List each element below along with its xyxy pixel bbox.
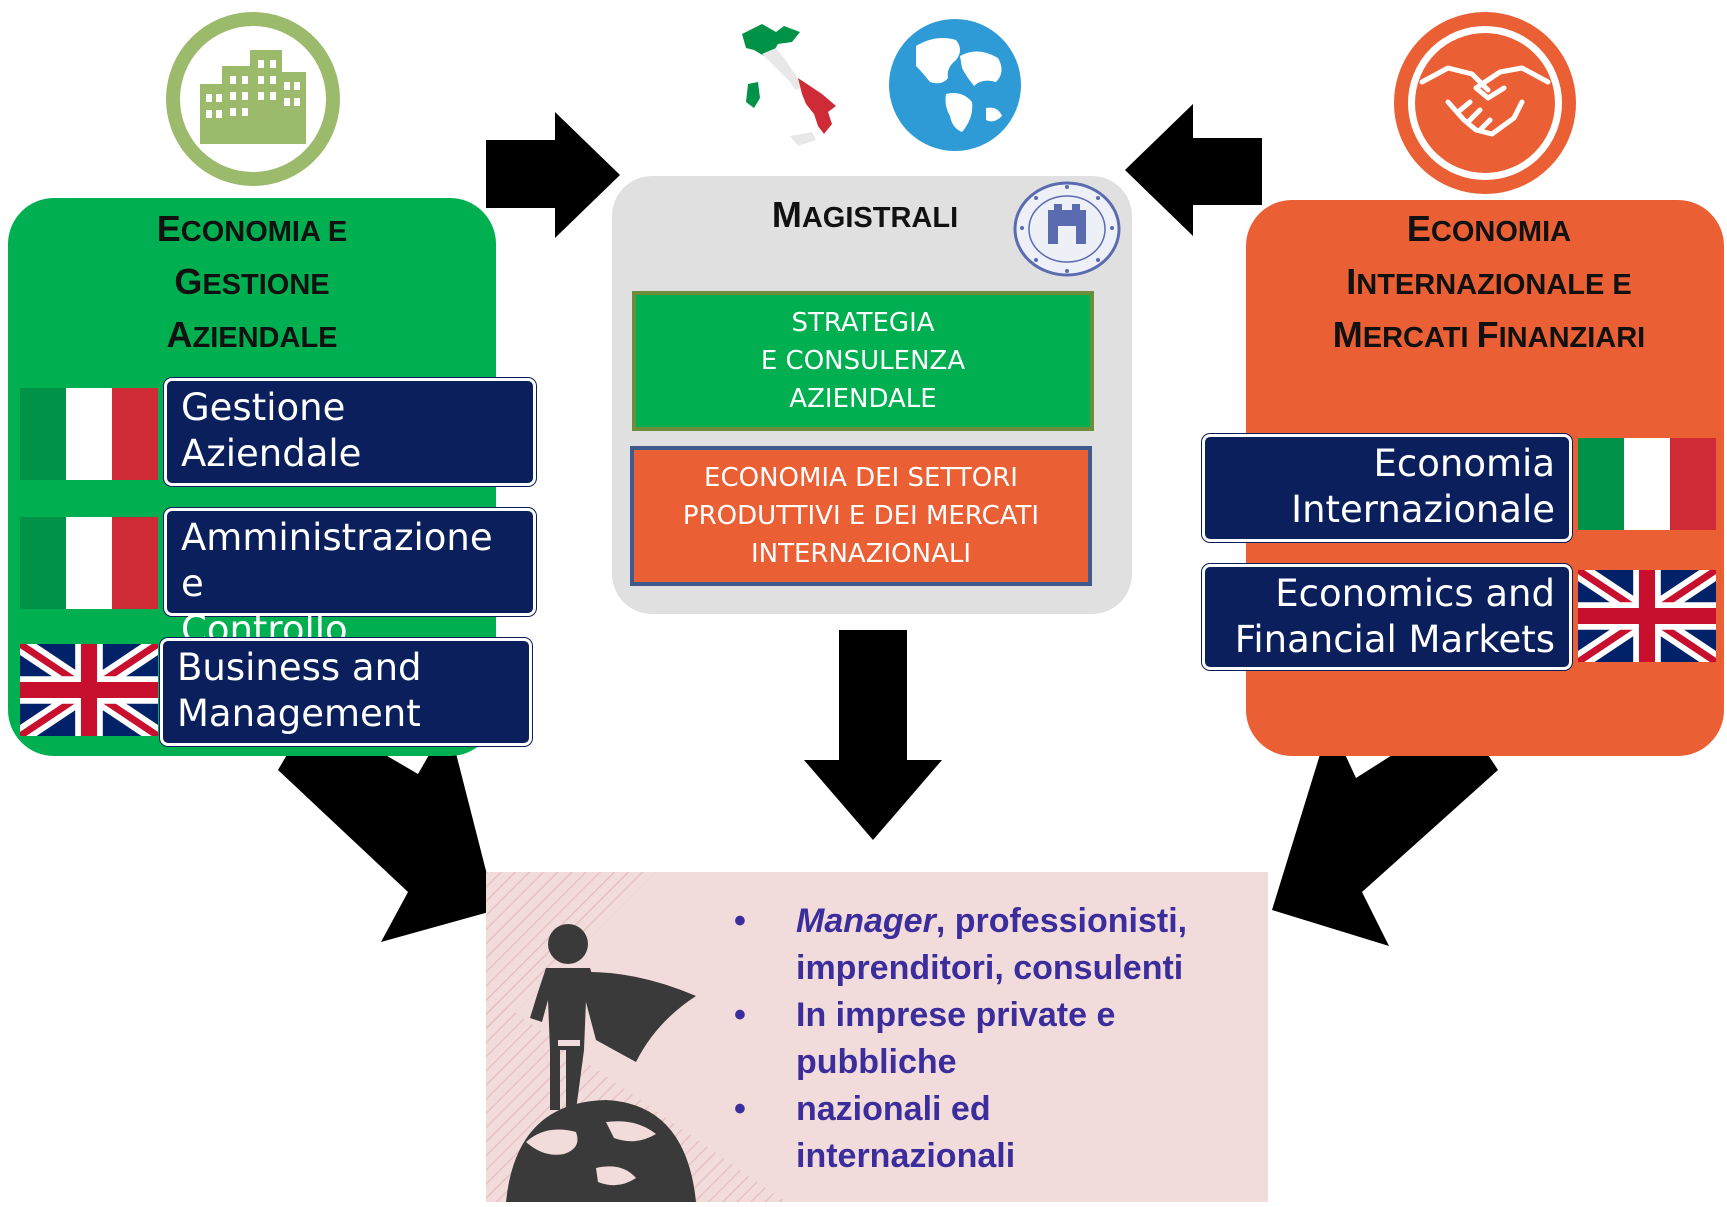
- uk-flag: [14, 636, 164, 744]
- arrow-right-to-outcome: [1272, 712, 1498, 946]
- italy-flag: [20, 517, 158, 609]
- magistrale-strategia[interactable]: STRATEGIA E CONSULENZA AZIENDALE: [632, 291, 1094, 431]
- magistrale-line: E CONSULENZA: [760, 346, 966, 376]
- outcome-bullet: Manager, professionisti, imprenditori, c…: [724, 898, 1194, 992]
- italy-flag: [20, 388, 158, 480]
- buildings-icon: [164, 10, 342, 188]
- program-line1: Economics and: [1275, 572, 1555, 615]
- program-line2: Financial Markets: [1234, 618, 1555, 661]
- magistrale-economia-settori[interactable]: ECONOMIA DEI SETTORI PRODUTTIVI E DEI ME…: [630, 446, 1092, 586]
- magistrale-line: AZIENDALE: [789, 384, 937, 414]
- handshake-icon: [1392, 10, 1578, 196]
- magistrale-line: ECONOMIA DEI SETTORI: [704, 463, 1018, 493]
- superhero-on-globe-icon: [486, 872, 786, 1202]
- outcome-list: Manager, professionisti, imprenditori, c…: [724, 898, 1194, 1180]
- program-line1: Gestione: [181, 386, 346, 429]
- program-gestione-aziendale[interactable]: Gestione Aziendale: [164, 378, 536, 486]
- globe-icon: [886, 16, 1024, 154]
- arrow-center-down: [804, 630, 942, 840]
- program-line1: Amministrazione e: [181, 516, 493, 605]
- program-line2: Management: [177, 692, 421, 735]
- center-panel-title: MAGISTRALI: [771, 194, 959, 235]
- italy-flag: [1578, 438, 1716, 530]
- arrow-left-to-center: [486, 112, 620, 238]
- magistrale-line: PRODUTTIVI E DEI MERCATI: [682, 501, 1040, 531]
- magistrale-line: STRATEGIA: [791, 308, 935, 338]
- uk-flag: [1572, 562, 1722, 670]
- left-panel-title: ECONOMIA E GESTIONE AZIENDALE: [156, 208, 348, 355]
- arrow-right-to-center: [1125, 104, 1262, 236]
- arrow-left-to-outcome: [278, 712, 496, 942]
- program-business-management[interactable]: Business and Management: [160, 638, 532, 746]
- program-line1: Economia: [1373, 442, 1555, 485]
- italy-map-icon: [732, 14, 852, 158]
- program-economia-internazionale[interactable]: Economia Internazionale: [1202, 434, 1572, 542]
- outcome-bullet: In imprese private e pubbliche: [724, 992, 1194, 1086]
- program-line2: Aziendale: [181, 432, 362, 475]
- program-line1: Business and: [177, 646, 422, 689]
- outcome-bullet: nazionali ed internazionali: [724, 1086, 1194, 1180]
- university-seal-icon: [1010, 178, 1124, 280]
- program-line2: Internazionale: [1291, 488, 1555, 531]
- magistrale-line: INTERNAZIONALI: [750, 539, 972, 569]
- program-economics-financial-markets[interactable]: Economics and Financial Markets: [1202, 564, 1572, 670]
- right-panel-title: ECONOMIA INTERNAZIONALE E MERCATI FINANZ…: [1332, 208, 1646, 355]
- program-amministrazione-controllo[interactable]: Amministrazione e Controllo: [164, 508, 536, 651]
